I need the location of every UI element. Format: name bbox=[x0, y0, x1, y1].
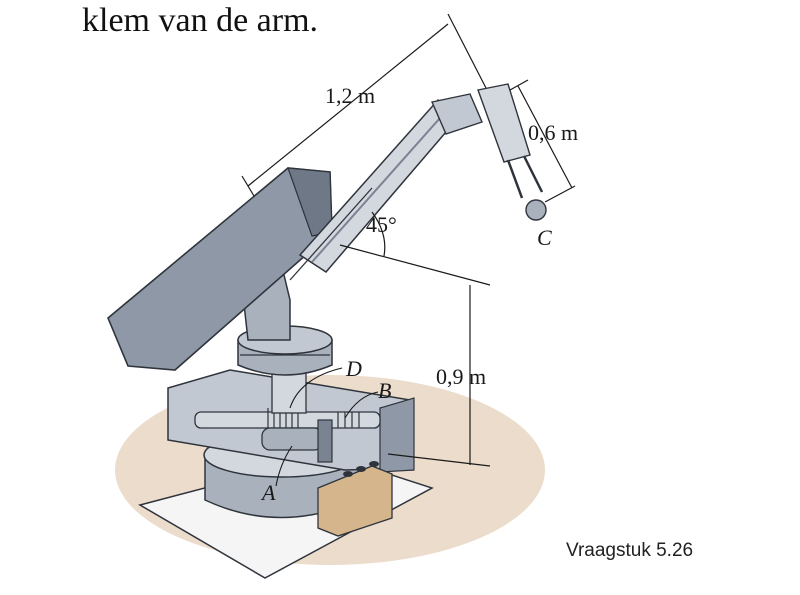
leader-d bbox=[289, 367, 343, 409]
ball-c bbox=[525, 199, 547, 221]
wrist-block bbox=[431, 93, 483, 135]
leader-b bbox=[344, 391, 379, 419]
housing-end bbox=[379, 397, 415, 473]
leader-a bbox=[275, 445, 293, 487]
label-point-a: A bbox=[260, 480, 276, 505]
label-angle: 45° bbox=[366, 212, 397, 237]
label-point-b: B bbox=[378, 378, 391, 403]
angle-reference-line bbox=[339, 244, 491, 286]
hydraulic-cylinder bbox=[289, 187, 373, 281]
label-height: 0,9 m bbox=[436, 364, 486, 389]
dim-tick-arm-start bbox=[241, 175, 255, 197]
heading-text: klem van de arm. bbox=[82, 2, 319, 39]
label-point-d: D bbox=[345, 356, 362, 381]
dim-ext-height-bottom bbox=[387, 453, 491, 467]
drive-bracket bbox=[317, 419, 333, 463]
gripper-fingers bbox=[506, 155, 544, 199]
dim-ext-arm-end bbox=[447, 13, 487, 89]
angle-arc bbox=[371, 211, 386, 257]
label-point-c: C bbox=[537, 225, 552, 250]
block-holes bbox=[343, 461, 379, 477]
dim-tick-gripper-bottom bbox=[544, 185, 576, 203]
arm-rail bbox=[311, 108, 449, 263]
figure-caption: Vraagstuk 5.26 bbox=[566, 540, 694, 561]
dim-line-arm bbox=[247, 23, 449, 187]
gripper-housing bbox=[477, 83, 531, 163]
dim-tick-gripper-top bbox=[509, 79, 529, 91]
label-arm-length: 1,2 m bbox=[325, 83, 375, 108]
label-gripper-length: 0,6 m bbox=[528, 120, 578, 145]
dim-line-gripper bbox=[517, 85, 573, 189]
